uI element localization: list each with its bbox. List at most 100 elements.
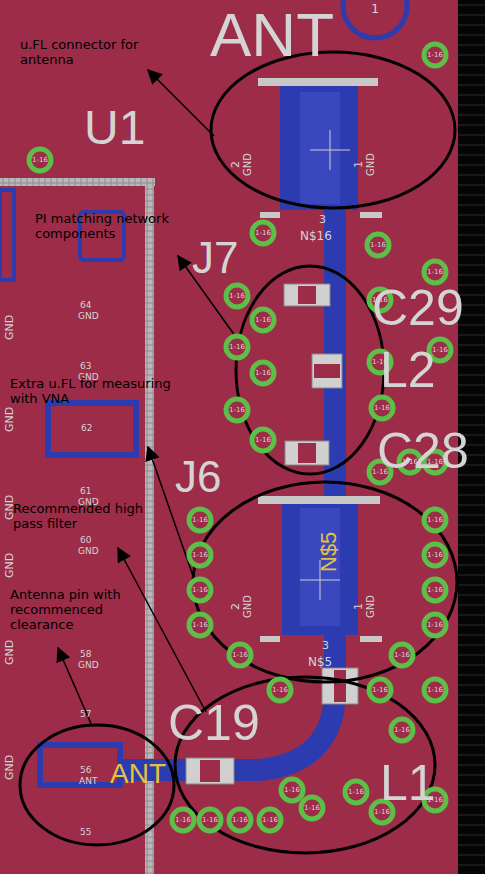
pin-number: 1: [353, 161, 364, 168]
via-ring: [252, 362, 274, 384]
via-ring: [424, 261, 446, 283]
silkscreen: [260, 212, 280, 218]
via-label: 1-16: [32, 157, 48, 164]
via-ring: [189, 579, 211, 601]
via-label: 1-16: [202, 817, 218, 824]
via-label: 1-16: [229, 344, 245, 351]
via-ring: [226, 285, 248, 307]
via-label: 1-16: [427, 622, 443, 629]
silkscreen: [260, 636, 280, 642]
via-ring: [424, 679, 446, 701]
annotation: Antenna pin with recommenced clearance: [10, 588, 135, 633]
crosshair: [310, 130, 350, 170]
via-label: 1-16: [402, 459, 418, 466]
pin-name: GND: [4, 640, 15, 665]
via-ring: [229, 644, 251, 666]
via-label: 1-16: [427, 517, 443, 524]
ufl-center: [300, 92, 340, 204]
via-label: 1-16: [432, 347, 448, 354]
pin-name: GND: [4, 755, 15, 780]
annotation: Recommended high pass filter: [13, 502, 165, 532]
via-ring: [424, 544, 446, 566]
via-label: 1-16: [372, 359, 388, 366]
silk-ref: ANT: [210, 4, 334, 66]
pin-number: 3: [322, 640, 329, 651]
pin-name: GND: [4, 315, 15, 340]
silk-ref: U1: [84, 104, 145, 152]
via-ring: [29, 149, 51, 171]
via-label: 1-16: [262, 817, 278, 824]
net-name: N$5: [318, 532, 340, 572]
via-label: 1-16: [348, 789, 364, 796]
pin-number: 62: [81, 424, 92, 433]
u1-outline: [0, 178, 155, 186]
silkscreen: [360, 212, 382, 218]
via-label: 1-16: [427, 52, 443, 59]
via-label: 1-16: [374, 405, 390, 412]
pin-name: GND: [243, 153, 253, 176]
pin-number: 58: [80, 650, 91, 659]
via-ring: [371, 397, 393, 419]
via-label: 1-16: [175, 817, 191, 824]
via-label: 1-16: [232, 817, 248, 824]
pin-number: 1: [371, 2, 379, 15]
via-label: 1-16: [427, 587, 443, 594]
via-ring: [226, 399, 248, 421]
via-label: 1-16: [192, 552, 208, 559]
pin-number: 60: [80, 536, 91, 545]
via-label: 1-16: [232, 652, 248, 659]
via-ring: [189, 509, 211, 531]
pin-name: GND: [366, 595, 376, 618]
pad: [0, 190, 14, 280]
pin-number: 64: [80, 301, 91, 310]
via-ring: [345, 781, 367, 803]
pin-name: GND: [366, 153, 376, 176]
via-label: 1-16: [374, 809, 390, 816]
via-ring: [424, 509, 446, 531]
via-label: 1-16: [394, 652, 410, 659]
via-ring: [226, 336, 248, 358]
via-label: 1-16: [372, 687, 388, 694]
annotation: PI matching network components: [35, 212, 195, 242]
net-name: N$16: [300, 230, 332, 242]
pin-name: ANT: [110, 760, 166, 788]
silkscreen: [258, 78, 378, 86]
via-label: 1-16: [304, 805, 320, 812]
silk-ref: C29: [372, 283, 464, 333]
via-label: 1-16: [255, 437, 271, 444]
silk-ref: C19: [168, 698, 260, 748]
via-ring: [189, 544, 211, 566]
pin-number: 1: [353, 603, 364, 610]
pin-name: GND: [243, 595, 253, 618]
via-label: 1-16: [192, 517, 208, 524]
pin-name: GND: [4, 553, 15, 578]
pin-number: 61: [80, 487, 91, 496]
annotation: u.FL connector for antenna: [20, 38, 190, 68]
pad-ring: [343, 0, 407, 38]
pin-number: 3: [319, 214, 326, 225]
via-label: 1-16: [229, 293, 245, 300]
via-label: 1-16: [229, 407, 245, 414]
pin-name: GND: [4, 407, 15, 432]
pin-name: GND: [78, 661, 99, 670]
net-name: N$5: [308, 656, 332, 668]
via-ring: [189, 614, 211, 636]
pin-number: 55: [80, 828, 91, 837]
via-label: 1-16: [272, 687, 288, 694]
pad-56: [40, 745, 120, 785]
silk-ref: J7: [192, 236, 238, 280]
via-ring: [424, 579, 446, 601]
pin-number: 2: [230, 603, 241, 610]
via-label: 1-16: [372, 297, 388, 304]
via-label: 1-16: [372, 469, 388, 476]
silk-ref: L2: [380, 345, 436, 395]
via-label: 1-16: [427, 687, 443, 694]
via-label: 1-16: [255, 230, 271, 237]
via-label: 1-16: [427, 269, 443, 276]
via-ring: [229, 809, 251, 831]
via-label: 1-16: [192, 622, 208, 629]
silk-ref: J6: [175, 455, 221, 499]
pin-name: ANT: [79, 777, 97, 786]
pin-name: GND: [78, 312, 99, 321]
ufl-center: [300, 508, 340, 626]
